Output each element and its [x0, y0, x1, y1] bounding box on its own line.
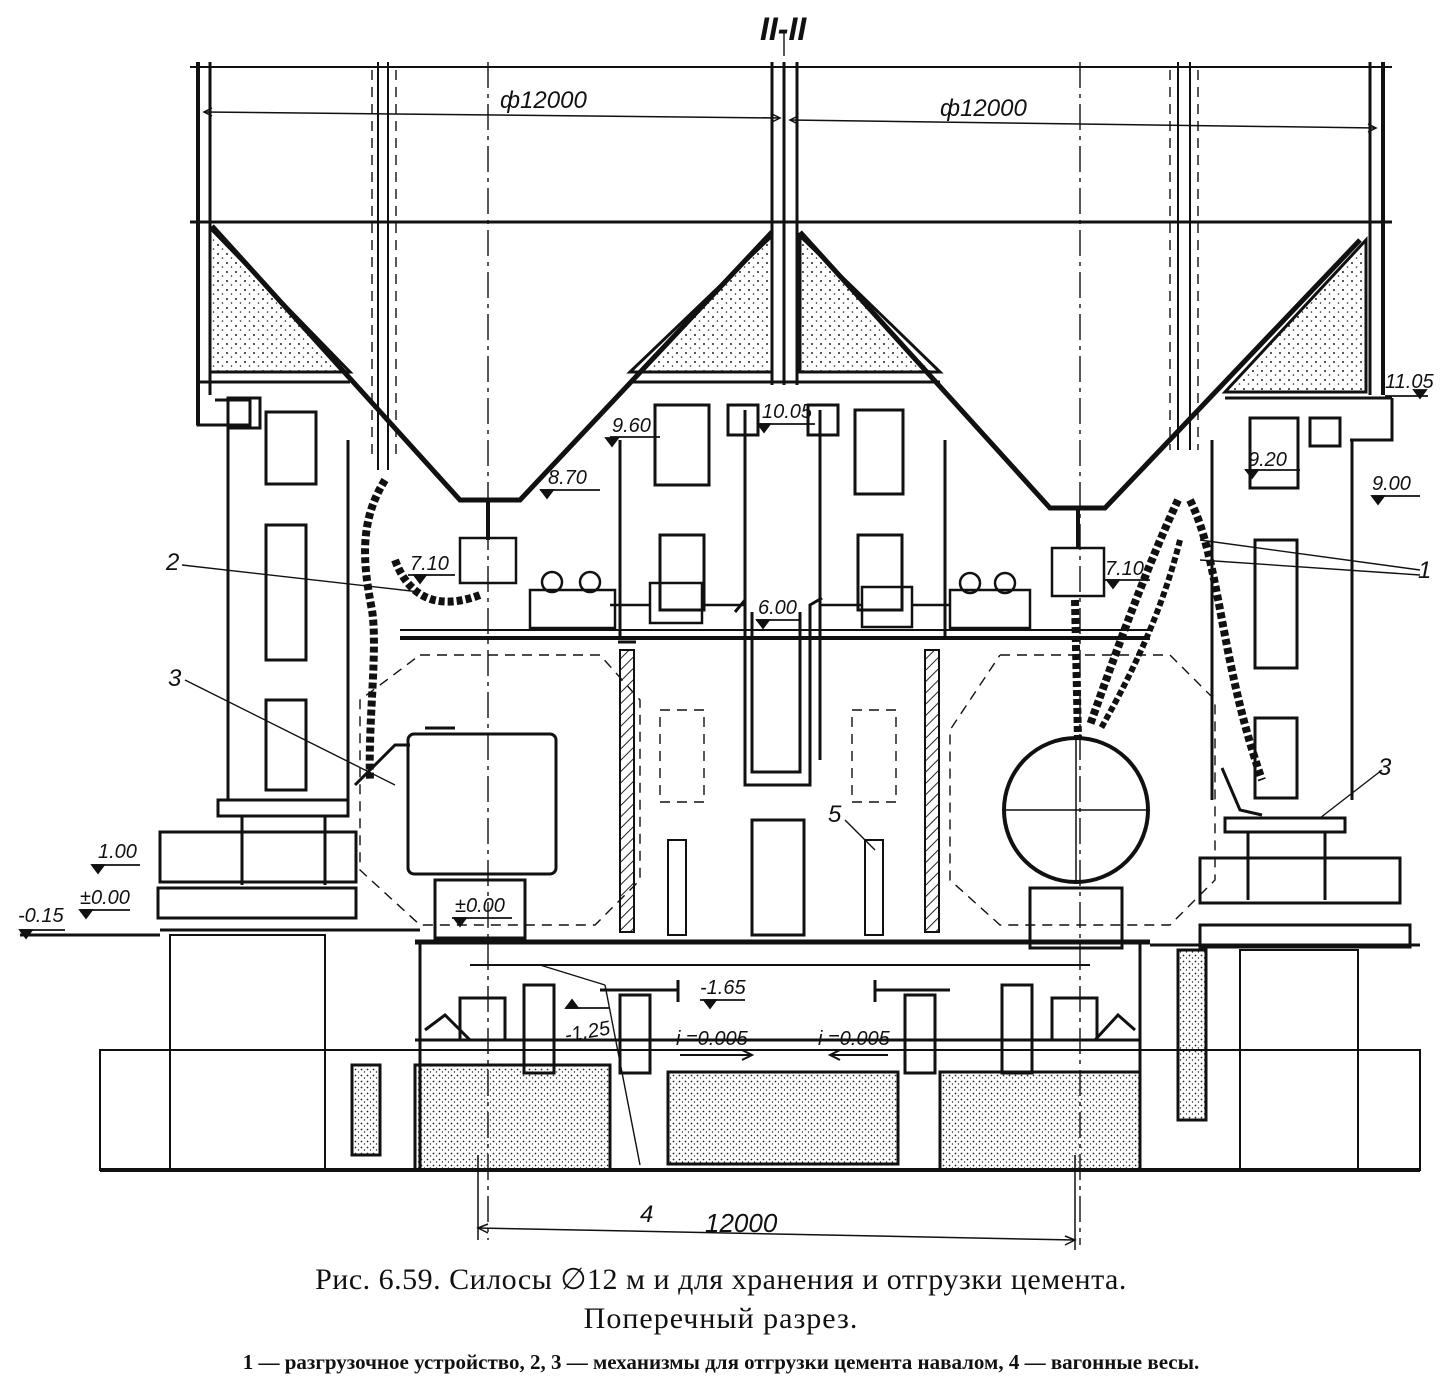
elev-minus-1-65: -1.65 — [700, 977, 746, 999]
callout-2: 2 — [165, 549, 179, 576]
elev-minus-1-25: -1.25 — [563, 1017, 613, 1047]
elev-9-20: 9.20 — [1248, 449, 1287, 471]
ground-line — [20, 928, 1420, 947]
axis-lines — [487, 30, 1081, 1245]
callout-5: 5 — [828, 801, 842, 828]
cement-tank-car — [1002, 736, 1150, 950]
section-mark: II-II — [760, 11, 807, 47]
elev-1-00: 1.00 — [98, 841, 137, 863]
truck-loading-left — [156, 743, 410, 920]
slope-left: i =0.005 — [676, 1028, 749, 1050]
leader-lines — [181, 539, 1421, 1166]
service-platform — [400, 629, 1150, 640]
silo-floor-beams — [196, 380, 1394, 442]
elevation-markers — [18, 389, 1428, 1010]
elev-minus-0-15: -0.15 — [18, 905, 64, 927]
figure-caption-title: Рис. 6.59. Силосы ∅12 м и для хранения и… — [315, 1263, 1127, 1296]
bottom-dimension — [476, 1155, 1077, 1250]
callout-3-left: 3 — [168, 665, 182, 692]
silo-walls — [190, 62, 1392, 470]
elev-0-00-mid: ±0.00 — [455, 895, 505, 917]
loading-mechanisms — [458, 500, 1106, 630]
callout-4: 4 — [640, 1201, 653, 1228]
flexible-chutes — [361, 477, 1266, 782]
covered-wagon — [406, 726, 558, 940]
elev-11-05: 11.05 — [1385, 371, 1434, 393]
elev-10-05: 10.05 — [762, 401, 813, 423]
figure-legend: 1 — разгрузочное устройство, 2, 3 — меха… — [242, 1350, 1200, 1374]
hatched-walls — [619, 649, 940, 933]
foundation — [99, 934, 1421, 1172]
hopper-fill — [208, 224, 1368, 394]
elev-6-00: 6.00 — [758, 597, 797, 619]
hopper-cones — [210, 224, 1362, 511]
elev-7-10-right: 7.10 — [1105, 558, 1144, 580]
wagon-scales — [424, 964, 1136, 1075]
elev-0-00-left: ±0.00 — [80, 887, 130, 909]
dim-silo-diameter-right: ф12000 — [940, 95, 1027, 122]
callout-1: 1 — [1418, 557, 1431, 584]
hidden-lines — [359, 70, 1216, 926]
rail-posts — [667, 839, 884, 936]
truck-loading-right — [1198, 767, 1412, 949]
slope-right: i =0.005 — [818, 1028, 891, 1050]
elev-9-00: 9.00 — [1372, 473, 1411, 495]
support-frame — [226, 396, 1354, 800]
slope-arrows — [680, 1049, 888, 1061]
elev-8-70: 8.70 — [548, 467, 587, 489]
dim-silo-diameter-left: ф12000 — [500, 87, 587, 114]
central-pipe — [733, 595, 823, 937]
figure-caption-subtitle: Поперечный разрез. — [583, 1302, 859, 1335]
top-dimension-lines — [202, 107, 1378, 133]
elev-7-10-left: 7.10 — [410, 553, 449, 575]
elev-9-60: 9.60 — [612, 415, 651, 437]
dim-span-bottom: 12000 — [705, 1208, 778, 1238]
callout-3-right: 3 — [1378, 754, 1392, 781]
